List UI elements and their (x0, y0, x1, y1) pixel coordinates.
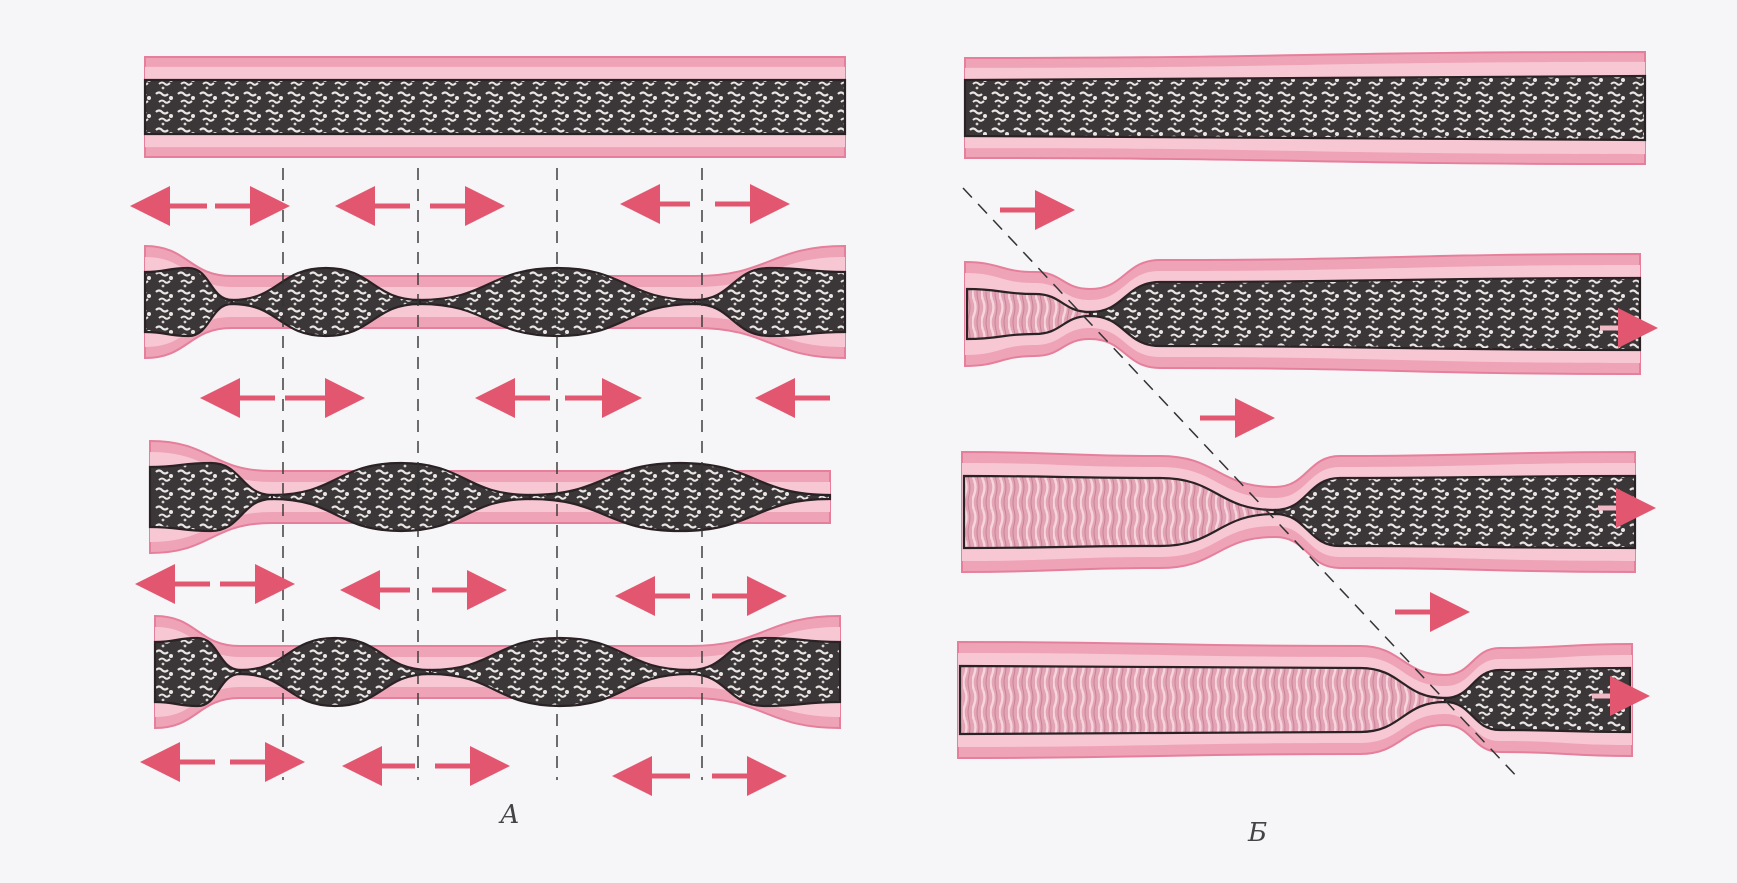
a-tube-1-chyme (145, 80, 845, 134)
b-tube-4-folds (960, 666, 1445, 734)
b-tube-1-chyme (965, 76, 1645, 140)
b-tube-2-chyme (1090, 278, 1640, 350)
b-tube-3-chyme (1275, 476, 1635, 548)
panel-label-a: А (500, 800, 520, 830)
panel-label-b: Б (1248, 818, 1267, 848)
